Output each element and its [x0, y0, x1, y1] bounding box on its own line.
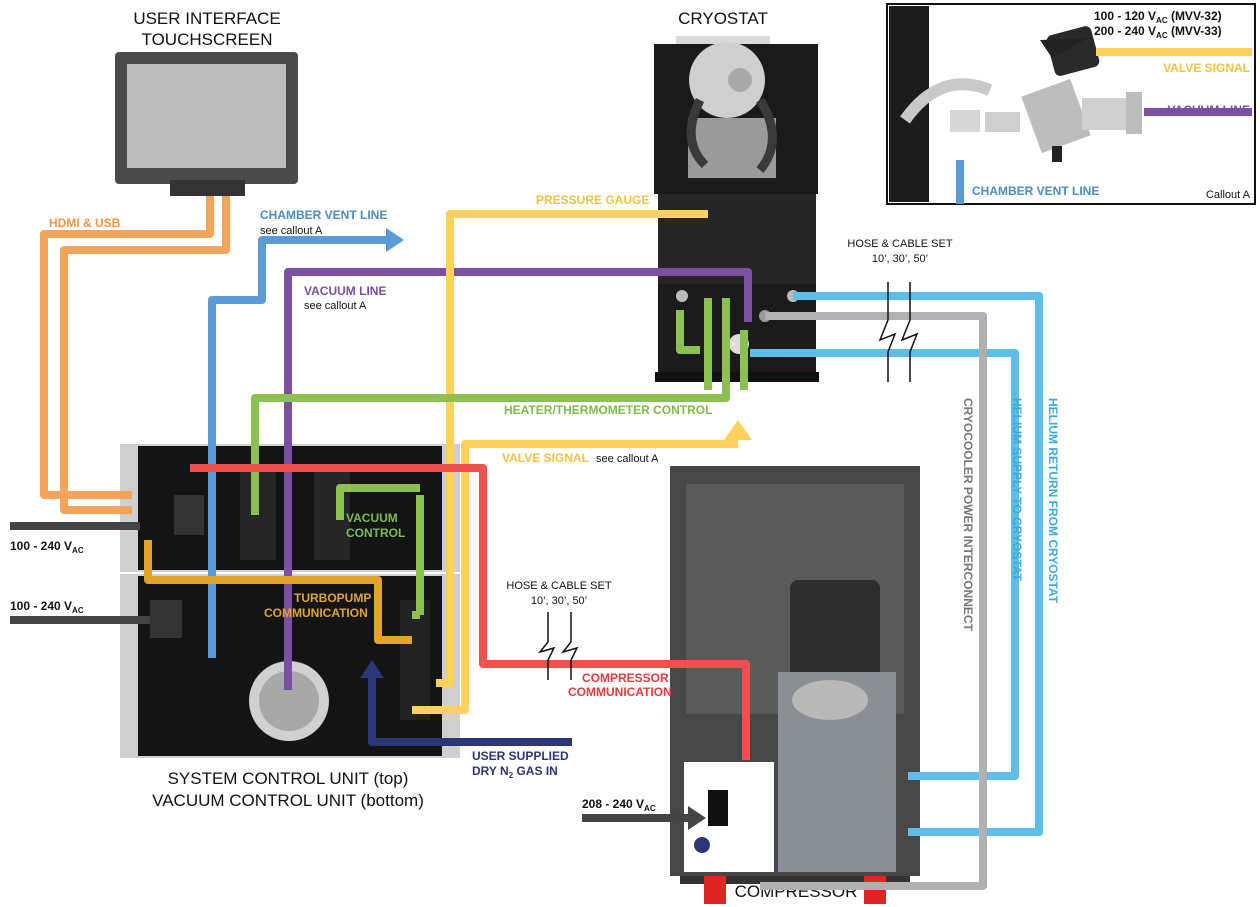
callout-v2-model: (MVV-33)	[1168, 24, 1222, 38]
hose-set-mid-label-2: 10’, 30’, 50’	[531, 595, 587, 607]
n2-gas-label-post: GAS IN	[513, 764, 558, 778]
hose-set-top-label-2: 10’, 30’, 50’	[872, 253, 928, 265]
hose-break-mid	[540, 612, 577, 680]
control-unit-title-2: VACUUM CONTROL UNIT (bottom)	[152, 791, 424, 810]
n2-gas-label-pre: DRY N	[472, 764, 509, 778]
touchscreen	[115, 52, 298, 196]
hose-set-mid-label: HOSE & CABLE SET	[506, 580, 611, 592]
control-unit-title: SYSTEM CONTROL UNIT (top)	[168, 769, 409, 788]
compressor-comm-label: COMPRESSOR	[582, 671, 669, 685]
callout-v1-value: 100 - 120 V	[1094, 9, 1156, 23]
vacuum-line-label: VACUUM LINE	[304, 284, 386, 298]
valve-signal-label-text: VALVE SIGNAL	[502, 451, 589, 465]
power-top-value: 100 - 240 V	[10, 539, 72, 553]
chamber-vent-sublabel: see callout A	[260, 225, 323, 237]
touchscreen-title-2: TOUCHSCREEN	[142, 30, 273, 49]
power-compressor-value: 208 - 240 V	[582, 797, 644, 811]
cryostat-title: CRYOSTAT	[678, 9, 768, 28]
callout-valve-signal-label: VALVE SIGNAL	[1163, 61, 1250, 75]
power-top-sub: AC	[72, 546, 84, 555]
touchscreen-title: USER INTERFACE	[133, 9, 280, 28]
callout-v1-sub: AC	[1156, 16, 1168, 25]
callout-v2-value: 200 - 240 V	[1094, 24, 1156, 38]
compressor	[670, 466, 920, 904]
cryocooler-power-label: CRYOCOOLER POWER INTERCONNECT	[961, 398, 975, 632]
pressure-gauge-label: PRESSURE GAUGE	[536, 193, 649, 207]
callout-v2-sub: AC	[1156, 31, 1168, 40]
hdmi-usb-label: HDMI & USB	[49, 216, 121, 230]
callout-name: Callout A	[1206, 189, 1251, 201]
valve-signal-label: VALVE SIGNAL see callout A	[502, 451, 659, 465]
chamber-vent-label: CHAMBER VENT LINE	[260, 208, 387, 222]
compressor-comm-label-2: COMMUNICATION	[568, 685, 672, 699]
power-compressor-sub: AC	[644, 804, 656, 813]
power-label-mid: 100 - 240 VAC	[10, 599, 84, 615]
valve-signal-arrow	[724, 420, 752, 440]
callout-v1-model: (MVV-32)	[1168, 9, 1222, 23]
callout-vacuum-line-label: VACUUM LINE	[1168, 103, 1250, 117]
valve-signal-sublabel: see callout A	[596, 453, 659, 465]
power-mid-sub: AC	[72, 606, 84, 615]
hose-set-top-label: HOSE & CABLE SET	[847, 238, 952, 250]
helium-supply-label: HELIUM SUPPLY TO CRYOSTAT	[1010, 398, 1024, 582]
turbopump-label-2: COMMUNICATION	[264, 606, 368, 620]
vacuum-control-label-2: CONTROL	[346, 526, 405, 540]
vacuum-control-label: VACUUM	[346, 511, 398, 525]
power-label-compressor: 208 - 240 VAC	[582, 797, 656, 813]
helium-return-label: HELIUM RETURN FROM CRYOSTAT	[1046, 398, 1060, 604]
vacuum-line-sublabel: see callout A	[304, 300, 367, 312]
n2-gas-label: USER SUPPLIED	[472, 749, 569, 763]
turbopump-label: TURBOPUMP	[294, 591, 371, 605]
n2-gas-label-2: DRY N2 GAS IN	[472, 764, 558, 780]
power-label-top: 100 - 240 VAC	[10, 539, 84, 555]
callout-vent-label: CHAMBER VENT LINE	[972, 184, 1099, 198]
power-mid-value: 100 - 240 V	[10, 599, 72, 613]
chamber-vent-arrow	[386, 228, 404, 252]
heater-control-label: HEATER/THERMOMETER CONTROL	[504, 403, 712, 417]
